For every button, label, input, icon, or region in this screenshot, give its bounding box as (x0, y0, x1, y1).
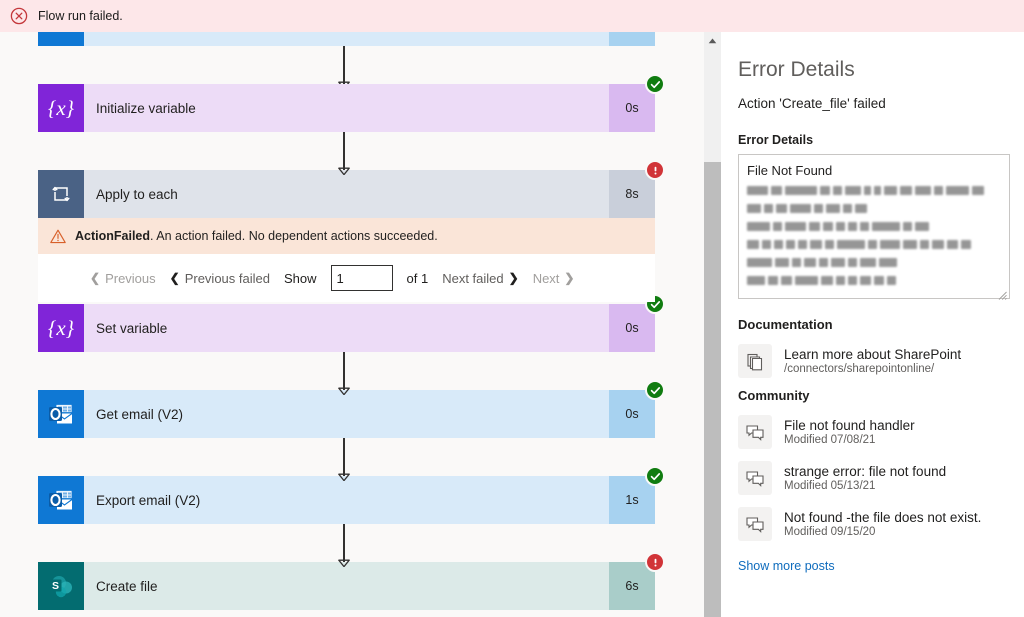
chevron-left-icon: ❮ (90, 271, 101, 285)
status-badge-success (645, 380, 665, 400)
previous-button[interactable]: ❮ Previous (90, 271, 156, 286)
show-label: Show (283, 270, 317, 286)
scrollbar-thumb[interactable] (704, 162, 721, 617)
resource-title: strange error: file not found (784, 464, 947, 479)
iteration-pager: ❮ Previous ❮ Previous failed Show of 1 Next fa… (38, 254, 655, 302)
status-badge-failed (645, 552, 665, 572)
next-label: Next (532, 270, 560, 286)
flow-step-card-partial[interactable] (38, 32, 655, 46)
banner-message: Flow run failed. (38, 9, 123, 23)
outlook-icon (38, 32, 84, 46)
flow-step-card[interactable]: Export email (V2) 1s (38, 466, 665, 524)
flow-step-card[interactable]: Get email (V2) 0s (38, 380, 665, 438)
loop-repeat-icon (38, 170, 84, 218)
previous-failed-button[interactable]: ❮ Previous failed (170, 271, 270, 286)
chevron-left-icon: ❮ (169, 271, 180, 285)
redacted-error-body (747, 182, 1001, 290)
flow-step-name: Export email (V2) (96, 492, 201, 508)
panel-title: Error Details (738, 58, 855, 81)
flow-step-card[interactable]: Apply to each 8s (38, 160, 665, 218)
flow-step-duration: 0s (609, 390, 655, 438)
error-text-line: File Not Found (747, 163, 833, 178)
community-heading: Community (738, 388, 810, 403)
chat-bubbles-icon (738, 415, 772, 449)
page-number-input[interactable] (330, 265, 393, 291)
status-badge-success (645, 74, 665, 94)
resource-meta: Modified 07/08/21 (784, 434, 876, 446)
flow-step-card[interactable]: {x} Set variable 0s (38, 294, 665, 352)
chevron-right-icon: ❯ (564, 271, 575, 285)
resource-link-item[interactable]: Learn more about SharePoint/connectors/s… (738, 338, 1002, 384)
flow-step-duration: 1s (609, 476, 655, 524)
chat-bubbles-icon (738, 461, 772, 495)
status-badge-failed (645, 160, 665, 180)
documents-copy-icon (738, 344, 772, 378)
previous-label: Previous (105, 270, 156, 286)
page-total-label: of 1 (406, 270, 429, 286)
resize-grip-icon[interactable] (998, 287, 1007, 300)
outlook-icon (38, 390, 84, 438)
resource-title: Not found -the file does not exist. (784, 510, 982, 525)
card-body (84, 32, 609, 46)
error-details-label: Error Details (738, 133, 814, 147)
resource-meta: Modified 09/15/20 (784, 526, 876, 538)
flow-step-name: Apply to each (96, 186, 178, 202)
chat-bubbles-icon (738, 507, 772, 541)
chevron-right-icon: ❯ (508, 271, 519, 285)
flow-step-name: Initialize variable (96, 100, 196, 116)
flow-connector-arrow (338, 352, 350, 396)
resource-link-item[interactable]: Not found -the file does not exist.Modif… (738, 501, 1002, 547)
flow-connector-arrow (338, 46, 350, 90)
next-failed-button[interactable]: Next failed ❯ (442, 271, 518, 286)
status-badge-success (645, 466, 665, 486)
svg-text:S: S (52, 580, 59, 592)
next-failed-label: Next failed (442, 270, 504, 286)
next-button[interactable]: Next ❯ (533, 271, 575, 286)
previous-failed-label: Previous failed (184, 270, 270, 286)
warning-triangle-icon (50, 229, 66, 244)
resource-meta: Modified 05/13/21 (784, 480, 876, 492)
variable-braces-icon: {x} (38, 304, 84, 352)
flow-step-name: Get email (V2) (96, 406, 184, 422)
outlook-icon (38, 476, 84, 524)
resource-title: File not found handler (784, 418, 915, 433)
flow-connector-arrow (338, 132, 350, 176)
failed-action-text: Action 'Create_file' failed (738, 96, 886, 111)
flow-step-name: Create file (96, 578, 158, 594)
flow-step-card[interactable]: S Create file 6s (38, 552, 665, 610)
flow-step-duration: 6s (609, 562, 655, 610)
resource-title: Learn more about SharePoint (784, 347, 962, 362)
card-duration (609, 32, 655, 46)
documentation-heading: Documentation (738, 317, 833, 332)
flow-step-duration: 0s (609, 84, 655, 132)
documentation-list: Learn more about SharePoint/connectors/s… (738, 338, 1002, 384)
flow-connector-arrow (338, 438, 350, 482)
flow-scrollbar[interactable] (704, 32, 721, 617)
flow-failed-banner: Flow run failed. (0, 0, 1024, 32)
action-failed-text: ActionFailed. An action failed. No depen… (75, 229, 438, 243)
scroll-up-icon[interactable] (704, 32, 721, 49)
show-more-posts-link[interactable]: Show more posts (738, 559, 835, 573)
flow-step-duration: 8s (609, 170, 655, 218)
flow-step-name: Set variable (96, 320, 168, 336)
resource-meta: /connectors/sharepointonline/ (784, 363, 935, 375)
error-details-panel: Error Details Action 'Create_file' faile… (721, 32, 1024, 617)
error-circle-icon (10, 7, 28, 25)
flow-step-duration: 0s (609, 304, 655, 352)
flow-step-card[interactable]: {x} Initialize variable 0s (38, 74, 665, 132)
sharepoint-icon: S (38, 562, 84, 610)
flow-connector-arrow (338, 524, 350, 568)
error-details-textarea[interactable]: File Not Found (738, 154, 1010, 300)
variable-braces-icon: {x} (38, 84, 84, 132)
action-failed-strip: ActionFailed. An action failed. No depen… (38, 218, 655, 254)
